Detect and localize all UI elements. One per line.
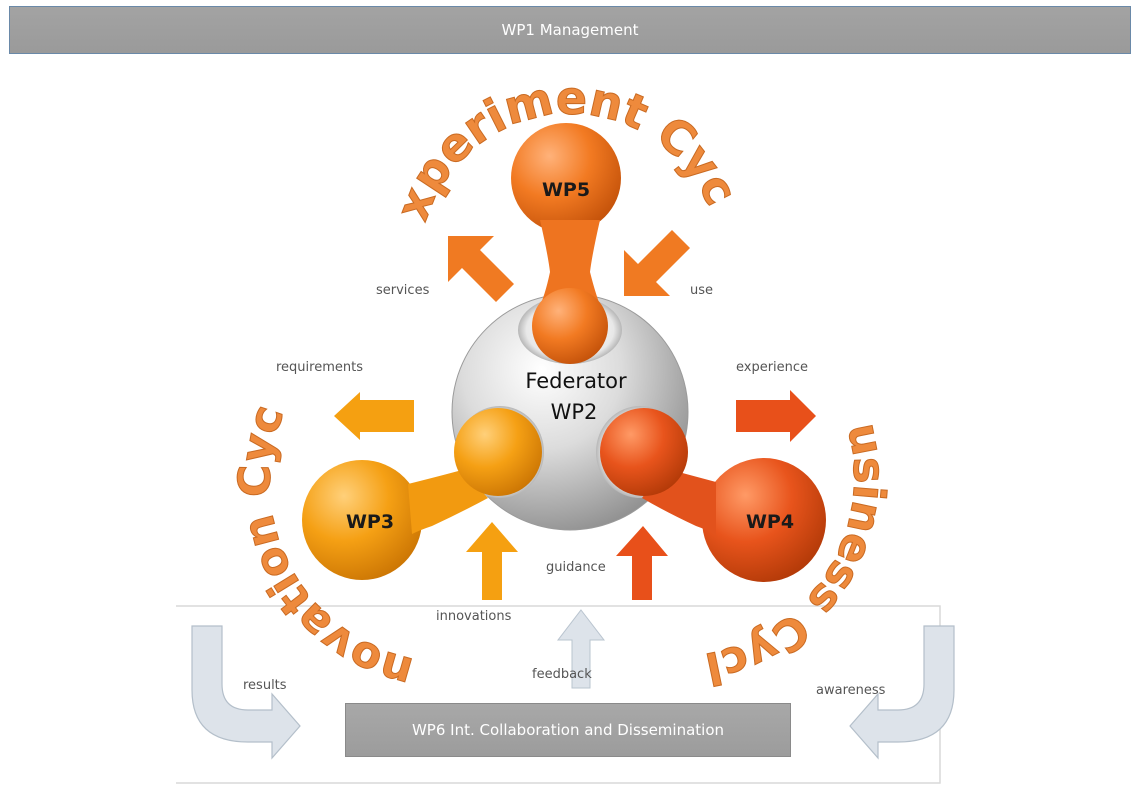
- wp5-node: [511, 123, 621, 364]
- business-cycle-title: Business Cycle: [0, 0, 895, 694]
- awareness-label: awareness: [816, 683, 886, 698]
- guidance-arrow: [616, 526, 668, 600]
- wp6-dissemination-bar: WP6 Int. Collaboration and Dissemination: [345, 703, 791, 757]
- services-label: services: [376, 283, 430, 298]
- wp1-management-label: WP1 Management: [501, 21, 639, 39]
- wp4-node: [600, 408, 826, 582]
- use-label: use: [690, 283, 713, 298]
- wp3-label: WP3: [346, 511, 394, 533]
- requirements-label: requirements: [276, 360, 363, 375]
- innovation-cycle-title: Innovation Cycle: [0, 0, 418, 698]
- federator-label: Federator: [525, 369, 627, 393]
- innovations-arrow: [466, 522, 518, 600]
- use-arrow: [624, 230, 690, 296]
- awareness-arrow: [849, 625, 955, 760]
- wp1-management-bar: WP1 Management: [9, 6, 1131, 54]
- requirements-arrow: [334, 392, 414, 440]
- results-arrow: [191, 625, 301, 760]
- wp5-label: WP5: [542, 179, 590, 201]
- innovations-label: innovations: [436, 609, 512, 624]
- feedback-arrow: [556, 609, 606, 689]
- experience-label: experience: [736, 360, 808, 375]
- wp6-dissemination-label: WP6 Int. Collaboration and Dissemination: [411, 721, 725, 739]
- wp3-node: [302, 408, 542, 580]
- services-arrow: [448, 236, 514, 302]
- experiment-cycle-title: Experiment Cycle: [0, 0, 748, 227]
- wp4-label: WP4: [746, 511, 794, 533]
- wp2-label: WP2: [551, 400, 598, 424]
- guidance-label: guidance: [546, 560, 606, 575]
- results-label: results: [243, 678, 287, 693]
- feedback-label: feedback: [532, 667, 592, 682]
- experience-arrow: [736, 390, 816, 442]
